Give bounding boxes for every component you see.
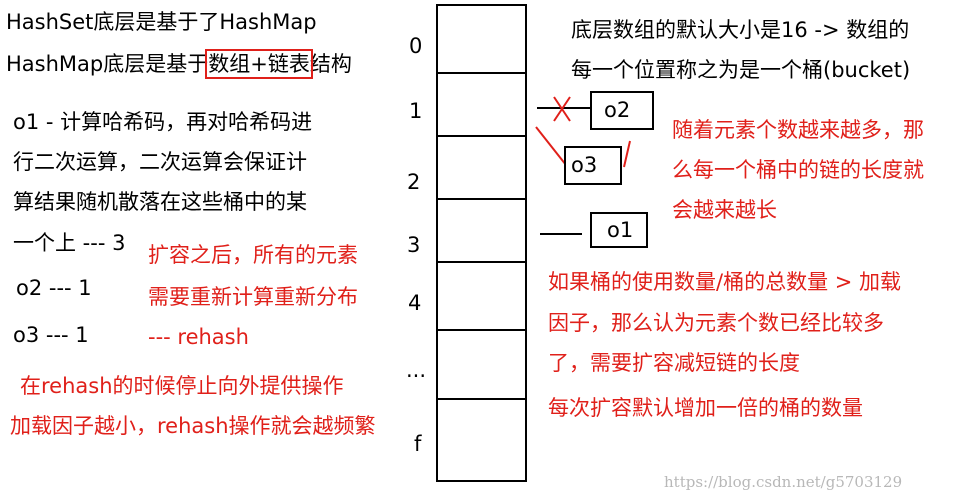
load-factor-note-line-1: 如果桶的使用数量/桶的总数量 > 加载 [548, 270, 902, 294]
bucket1-to-o3-link [535, 126, 567, 166]
o1-explain-line-3: 算结果随机散落在这些桶中的某 [13, 190, 307, 214]
o1-explain-line-2: 行二次运算，二次运算会保证计 [13, 150, 307, 174]
bucket-index-1: 1 [409, 99, 423, 123]
o1-explain-line-1: o1 - 计算哈希码，再对哈希码进 [13, 110, 313, 134]
hashset-note: HashSet底层是基于了HashMap [6, 10, 317, 34]
bucket-index-ellipsis: ... [406, 358, 427, 382]
load-factor-note-line-4: 每次扩容默认增加一倍的桶的数量 [548, 396, 863, 420]
chain-growth-note-line-1: 随着元素个数越来越多，那 [672, 118, 924, 142]
node-o1-box [590, 212, 648, 248]
stop-ops-note-line-2: 加载因子越小，rehash操作就会越频繁 [10, 414, 376, 438]
rehash-note-line-3: --- rehash [148, 325, 249, 349]
array-linkedlist-highlight: 数组+链表 [205, 49, 313, 79]
rehash-note-line-2: 需要重新计算重新分布 [148, 285, 358, 309]
hashmap-note: HashMap底层是基于数组+链表结构 [6, 49, 352, 79]
node-o2-label: o2 [604, 98, 631, 122]
o3-to-o2-link [623, 140, 631, 168]
load-factor-note-line-3: 了，需要扩容减短链的长度 [548, 351, 800, 375]
stop-ops-note-line-1: 在rehash的时候停止向外提供操作 [20, 374, 344, 398]
hashmap-note-post: 结构 [309, 52, 352, 76]
default-size-note-line-1: 底层数组的默认大小是16 -> 数组的 [571, 18, 910, 42]
bucket-index-0: 0 [409, 34, 423, 58]
node-o3-box [564, 146, 622, 185]
bucket-index-2: 2 [407, 170, 421, 194]
bucket-index-f: f [414, 432, 422, 456]
node-o3-label: o3 [571, 153, 598, 177]
node-o1-label: o1 [607, 218, 634, 242]
o3-bucket-note: o3 --- 1 [13, 323, 89, 347]
bucket-index-4: 4 [408, 291, 422, 315]
hashmap-note-pre: HashMap底层是基于 [6, 52, 209, 76]
chain-growth-note-line-2: 么每一个桶中的链的长度就 [672, 158, 924, 182]
node-o2-box [590, 91, 654, 130]
default-size-note-line-2: 每一个位置称之为是一个桶(bucket) [571, 58, 911, 82]
removed-link-cross-b [553, 96, 571, 122]
watermark-url: https://blog.csdn.net/g5703129 [664, 473, 903, 491]
bucket-index-3: 3 [407, 233, 421, 257]
chain-growth-note-line-3: 会越来越长 [672, 198, 777, 222]
o2-bucket-note: o2 --- 1 [16, 276, 92, 300]
load-factor-note-line-2: 因子，那么认为元素个数已经比较多 [548, 311, 884, 335]
o1-explain-line-4: 一个上 --- 3 [13, 231, 126, 255]
bucket-array-outline [436, 4, 527, 482]
rehash-note-line-1: 扩容之后，所有的元素 [148, 243, 358, 267]
